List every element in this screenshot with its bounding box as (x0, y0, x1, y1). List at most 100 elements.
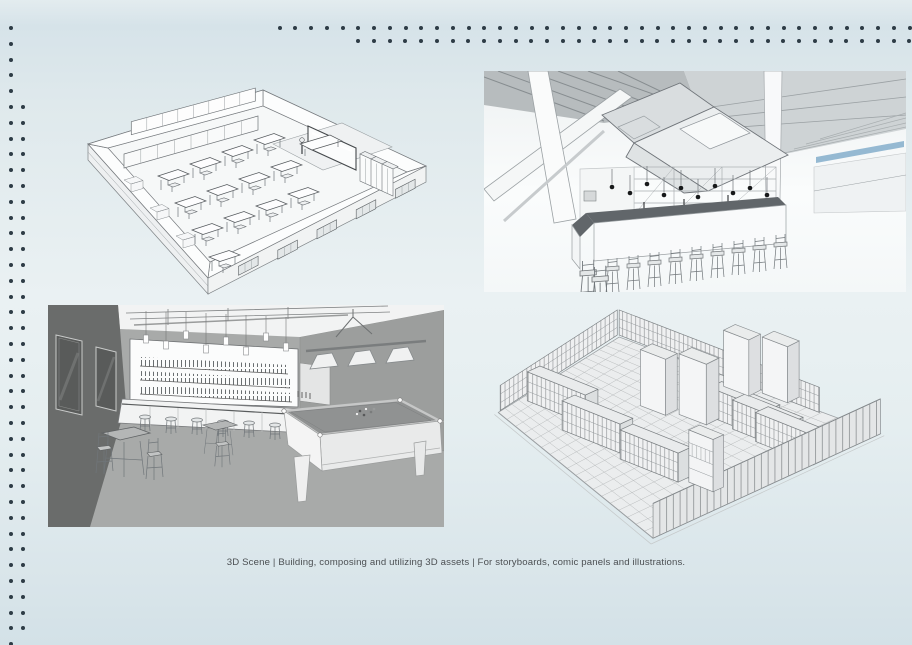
decorative-dot (21, 579, 25, 583)
classroom-benches (123, 176, 196, 249)
decorative-dot (21, 389, 25, 394)
decorative-dot (450, 26, 455, 30)
decorative-dot (860, 38, 865, 43)
decorative-dot (8, 484, 13, 489)
decorative-dot (8, 436, 13, 441)
front-bookcase (688, 424, 725, 493)
decorative-dot (828, 26, 833, 30)
decorative-dot (875, 38, 880, 43)
decorative-dot (608, 26, 613, 30)
decorative-dot (513, 38, 518, 43)
decorative-dot (21, 294, 25, 299)
decorative-dot (639, 26, 644, 30)
decorative-dot (8, 357, 13, 362)
decorative-dot (324, 26, 329, 30)
decorative-dot (21, 184, 25, 188)
decorative-dot (21, 342, 25, 346)
decorative-dot (860, 26, 865, 30)
decorative-dot (844, 26, 849, 30)
decorative-dot (8, 421, 13, 425)
decorative-dot (277, 26, 282, 30)
decorative-dot (21, 405, 25, 410)
classroom-cabinets (123, 87, 259, 169)
decorative-dot (812, 38, 817, 43)
decorative-dot (749, 38, 754, 43)
pub-left-wall (48, 305, 126, 527)
decorative-dot (356, 26, 361, 30)
decorative-dot (309, 26, 313, 30)
decorative-dot (8, 73, 13, 78)
decorative-dot (21, 120, 25, 125)
decorative-dot (8, 500, 13, 504)
decorative-dot (891, 38, 896, 43)
decorative-dot (419, 26, 424, 30)
decorative-dot (8, 579, 13, 583)
decorative-dot (8, 231, 13, 236)
decorative-dot (8, 215, 13, 220)
decorative-dot (21, 547, 25, 552)
pool-table (280, 397, 444, 503)
decorative-dot (8, 452, 13, 457)
decorative-dot (891, 26, 896, 30)
decorative-dot (513, 26, 518, 30)
decorative-dot (21, 626, 25, 631)
decorative-dot (403, 26, 408, 30)
decorative-dot (655, 38, 660, 43)
decorative-dot (21, 594, 25, 599)
decorative-dot (8, 342, 13, 346)
decorative-dot (545, 38, 550, 43)
decorative-dot (387, 38, 392, 43)
decorative-dot (21, 610, 25, 615)
decorative-dot (21, 326, 25, 331)
decorative-dot (671, 38, 676, 43)
decorative-dot (623, 38, 628, 43)
teacher-desk (299, 134, 343, 151)
decorative-dot (702, 38, 707, 43)
decorative-dot (686, 38, 691, 43)
decorative-dot (450, 38, 455, 43)
decorative-dot (624, 26, 628, 30)
decorative-dot (750, 26, 754, 30)
decorative-dot (21, 515, 25, 520)
decorative-dot (8, 389, 13, 394)
decorative-dot (844, 38, 849, 43)
scene-pub-pool-room (48, 305, 444, 527)
decorative-dot (8, 89, 13, 94)
decorative-dot (592, 38, 597, 43)
decorative-dot (687, 26, 691, 30)
classroom-windows (238, 178, 416, 276)
decorative-dot (8, 547, 13, 552)
decorative-dot (435, 26, 439, 30)
decorative-dot (718, 38, 723, 43)
decorative-dot (8, 136, 13, 141)
decorative-dot (21, 278, 25, 283)
decorative-dot (8, 531, 13, 536)
decorative-dot (8, 41, 13, 46)
decorative-dot (8, 152, 13, 157)
classroom-render (87, 87, 427, 295)
decorative-dot (372, 26, 376, 30)
decorative-dot (8, 468, 13, 473)
decorative-dot (21, 484, 25, 489)
decorative-dot (639, 38, 644, 43)
decorative-dot (482, 26, 487, 30)
decorative-dot (21, 215, 25, 220)
roof-column-left (527, 71, 577, 224)
decorative-dot (734, 38, 739, 43)
decorative-dot (21, 310, 25, 315)
decorative-dot (8, 184, 13, 188)
decorative-dot (356, 38, 361, 43)
decorative-dot (907, 38, 912, 43)
decorative-dot (8, 515, 13, 520)
decorative-dot (8, 263, 13, 267)
decorative-dot (907, 26, 912, 30)
decorative-dot (8, 405, 13, 410)
decorative-dot (576, 38, 581, 43)
decorative-dot (419, 38, 424, 43)
decorative-dot (813, 26, 817, 30)
billiard-light (305, 309, 427, 370)
decorative-dot (797, 26, 802, 30)
decorative-dot (8, 610, 13, 615)
decorative-dot (797, 38, 802, 43)
